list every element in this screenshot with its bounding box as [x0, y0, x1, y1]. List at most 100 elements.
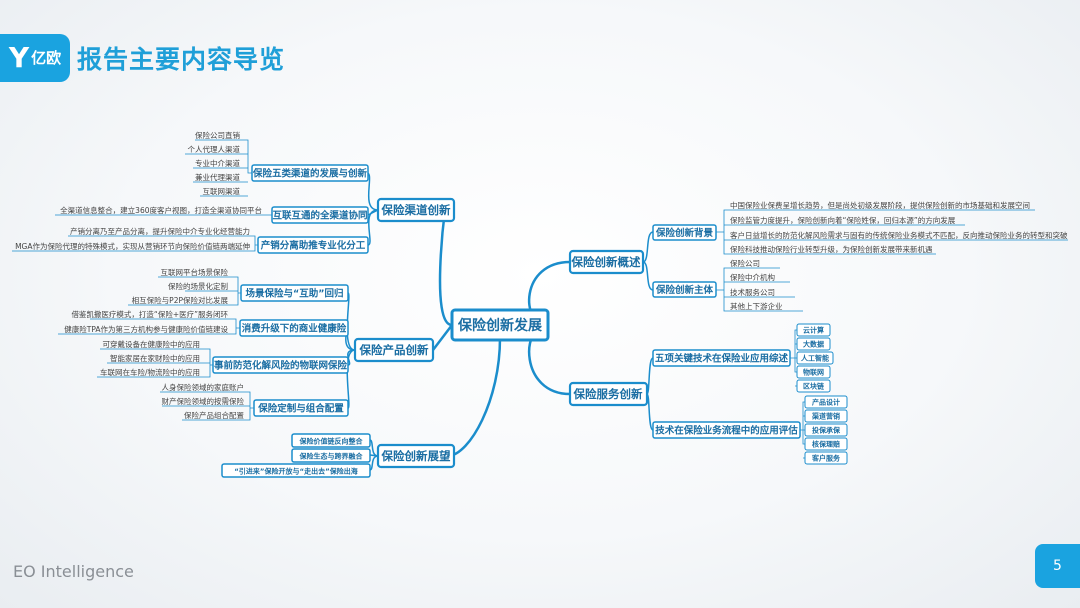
edge	[12, 235, 258, 252]
leaf: 保险监管力度提升，保险创新向着“保险姓保，回归本源”的方向发展	[730, 215, 956, 225]
node-product-a	[240, 284, 349, 302]
leaf: 保险公司直销	[195, 130, 240, 140]
leaf-box	[804, 451, 848, 465]
edge	[367, 209, 379, 246]
leaf: 渠道营销	[811, 412, 840, 421]
leaf: 相互保险与P2P保险对比发展	[132, 295, 229, 305]
leaf: 互联网平台场景保险	[161, 267, 229, 277]
leaf: 个人代理人渠道	[188, 144, 241, 154]
leaf-box	[796, 365, 831, 379]
edge	[128, 276, 241, 306]
center-node	[450, 308, 550, 342]
page-title: 报告主要内容导览	[77, 45, 286, 74]
page-number: 5	[1035, 544, 1080, 588]
center-label: 保险创新发展	[457, 317, 542, 334]
leaf: 产销分离乃至产品分离，提升保险中介专业化经营能力	[70, 226, 250, 236]
edge	[790, 329, 797, 387]
label-channel-c: 产销分离助推专业化分工	[261, 240, 366, 252]
leaf: MGA作为保险代理的特殊模式，实现从营销环节向保险价值链两端延伸	[15, 241, 250, 251]
leaf: 技术服务公司	[730, 287, 775, 297]
label-outlook: 保险创新展望	[381, 449, 451, 463]
leaf: 区块链	[803, 382, 824, 391]
node-service	[568, 381, 649, 407]
leaf: 客户服务	[811, 454, 841, 463]
leaf-box	[796, 323, 831, 337]
label-overview: 保险创新概述	[571, 255, 641, 269]
leaf: 产品设计	[812, 398, 840, 407]
leaf: 互联网渠道	[203, 186, 241, 196]
label-channel: 保险渠道创新	[381, 203, 451, 217]
label-product-d: 保险定制与组合配置	[257, 403, 344, 415]
leaf: 全渠道信息整合，建立360度客户视图，打造全渠道协同平台	[60, 205, 262, 215]
leaf: 健康险TPA作为第三方机构参与健康险价值链建设	[64, 324, 228, 334]
node-overview-b	[652, 281, 717, 298]
leaf: 借鉴凯撒医疗模式，打造“保险+医疗”服务闭环	[71, 309, 228, 319]
leaf: 保险的场景化定制	[168, 281, 228, 291]
node-overview-a	[652, 224, 717, 241]
leaf: 投保承保	[812, 426, 841, 435]
edge	[369, 455, 379, 471]
edge	[716, 209, 1068, 255]
node-product	[353, 337, 435, 363]
logo: Y 亿欧	[0, 34, 70, 82]
leaf-box	[804, 395, 848, 409]
edge	[369, 439, 379, 457]
leaf: 财产保险领域的按需保险	[162, 396, 245, 406]
label-product-a: 场景保险与“互助”回归	[246, 288, 344, 300]
logo-mark: Y	[8, 41, 30, 74]
edge	[447, 337, 502, 458]
connectors	[12, 139, 1068, 471]
node-channel	[376, 197, 456, 223]
node-product-d	[253, 399, 349, 417]
leaf: 专业中介渠道	[195, 158, 240, 168]
leaf: 大数据	[803, 340, 824, 349]
footer-brand: EO Intelligence	[13, 562, 134, 581]
label-overview-a: 保险创新背景	[655, 227, 714, 239]
node-outlook-a	[291, 433, 371, 448]
leaf: 可穿戴设备在健康险中的应用	[103, 339, 201, 349]
leaf: 车联网在车险/物流险中的应用	[100, 367, 200, 377]
label-product-c: 事前防范化解风险的物联网保险	[214, 360, 348, 372]
leaf: 人工智能	[801, 354, 829, 363]
leaf: 其他上下游企业	[730, 301, 783, 311]
leaf: 云计算	[803, 326, 824, 335]
leaf: 物联网	[803, 368, 824, 377]
node-service-a	[652, 349, 791, 367]
leaf-box	[796, 379, 831, 393]
label-outlook-b: 保险生态与跨界融合	[299, 452, 364, 461]
label-product: 保险产品创新	[359, 343, 429, 357]
edge	[642, 261, 654, 291]
leaf: 保险科技推动保险行业转型升级，为保险创新发展带来新机遇	[730, 244, 933, 254]
edge	[716, 267, 803, 312]
edge	[160, 391, 254, 421]
node-outlook-c	[221, 463, 371, 478]
leaf-box	[804, 409, 848, 423]
node-channel-a	[251, 164, 369, 182]
node-product-b	[239, 319, 349, 337]
node-outlook-b	[291, 448, 371, 463]
label-outlook-c: “引进来”保险开放与“走出去”保险出海	[234, 467, 357, 476]
leaf: 保险中介机构	[730, 272, 775, 282]
label-channel-a: 保险五类渠道的发展与创新	[252, 168, 368, 180]
edge	[97, 348, 213, 378]
label-service: 保险服务创新	[573, 387, 643, 401]
leaf: 保险公司	[730, 258, 760, 268]
label-overview-b: 保险创新主体	[655, 284, 714, 296]
leaf: 人身保险领域的家庭账户	[162, 382, 245, 392]
leaf-box	[796, 337, 831, 351]
node-channel-b	[271, 206, 369, 224]
node-service-b	[652, 421, 801, 439]
edge	[642, 231, 654, 263]
node-product-c	[212, 356, 349, 374]
leaf: 智能家居在家财险中的应用	[110, 353, 200, 363]
edge	[185, 139, 252, 197]
edge	[58, 318, 240, 335]
label-service-a: 五项关键技术在保险业应用综述	[655, 353, 789, 365]
edge	[432, 324, 453, 351]
leaf-box	[804, 423, 848, 437]
edge	[800, 401, 805, 459]
label-outlook-a: 保险价值链反向整合	[299, 437, 364, 446]
leaf-box	[804, 437, 848, 451]
node-channel-c	[257, 236, 369, 254]
